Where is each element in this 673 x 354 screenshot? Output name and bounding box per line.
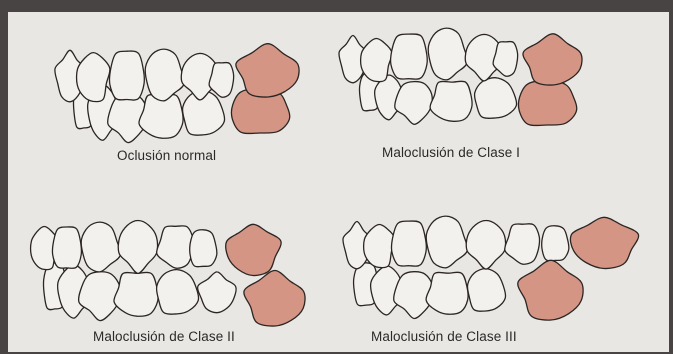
upper-tooth <box>542 226 569 261</box>
caption-class-ii: Maloclusión de Clase II <box>93 329 235 344</box>
lower-tooth <box>426 272 468 314</box>
upper-tooth <box>391 221 426 266</box>
caption-class-iii: Maloclusión de Clase III <box>371 329 517 344</box>
panel-class-ii-teeth <box>31 221 305 327</box>
upper-tooth <box>391 34 428 79</box>
lower-tooth <box>430 81 472 121</box>
upper-tooth <box>52 227 81 268</box>
upper-tooth <box>109 51 144 100</box>
caption-normal-occlusion: Oclusión normal <box>117 148 216 163</box>
lower-first-molar <box>518 81 576 126</box>
lower-tooth <box>114 272 158 316</box>
upper-tooth <box>190 230 217 267</box>
caption-class-i: Maloclusión de Clase I <box>382 145 520 160</box>
